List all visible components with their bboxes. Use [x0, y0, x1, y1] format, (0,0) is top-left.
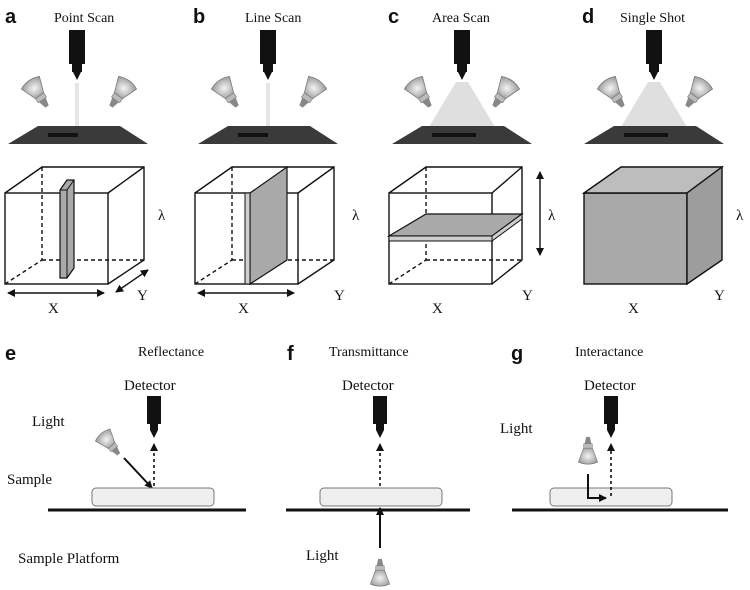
lambda-label: λ — [548, 208, 556, 224]
lamp-icon — [677, 73, 715, 114]
stage-sample — [432, 133, 476, 137]
camera-icon — [454, 30, 470, 80]
lamp-icon — [595, 73, 633, 114]
panel-f-title: Transmittance — [329, 345, 409, 360]
x-label: X — [48, 301, 59, 317]
stage-sample — [238, 133, 268, 137]
x-label: X — [238, 301, 249, 317]
y-label: Y — [137, 288, 148, 304]
detector-label: Detector — [124, 378, 176, 394]
lamp-icon — [578, 436, 598, 465]
line-beam — [266, 83, 270, 131]
lamp-icon — [402, 73, 440, 114]
data-cube-filled — [581, 165, 725, 286]
lamp-icon — [370, 558, 390, 587]
panel-d: d Single Shot X Y λ — [581, 6, 744, 317]
line-slice — [249, 165, 288, 286]
x-label: X — [628, 301, 639, 317]
panel-c-letter: c — [388, 6, 399, 28]
detector-label: Detector — [342, 378, 394, 394]
panel-e-letter: e — [5, 343, 16, 365]
sample-label: Sample — [7, 472, 52, 488]
interact-path-arrow — [587, 474, 607, 502]
lamp-icon — [101, 73, 139, 114]
lamp-icon — [19, 73, 57, 114]
lambda-label: λ — [158, 208, 166, 224]
stage-sample — [624, 133, 668, 137]
camera-icon — [646, 30, 662, 80]
panel-d-letter: d — [582, 6, 594, 28]
panel-f-letter: f — [287, 343, 294, 365]
panel-a-title: Point Scan — [54, 11, 114, 26]
data-cube — [4, 166, 145, 285]
panel-b-letter: b — [193, 6, 205, 28]
panel-f: f Transmittance Detector Light — [286, 343, 470, 587]
detector-icon — [373, 396, 387, 438]
sample-block — [319, 487, 443, 507]
x-label: X — [432, 301, 443, 317]
panel-g-title: Interactance — [575, 345, 643, 360]
light-label: Light — [32, 414, 65, 430]
panel-c: c Area Scan X Y λ — [386, 6, 556, 317]
detector-icon — [147, 396, 161, 438]
panel-b: b Line Scan X Y λ — [193, 6, 360, 317]
stage-sample — [48, 133, 78, 137]
area-beam — [426, 82, 498, 132]
panel-g: g Interactance Detector Light — [500, 343, 728, 512]
y-label: Y — [714, 288, 725, 304]
y-label: Y — [522, 288, 533, 304]
sample-block — [91, 487, 215, 507]
lamp-icon — [291, 73, 329, 114]
lamp-icon — [93, 426, 127, 461]
platform-label: Sample Platform — [18, 551, 120, 567]
panel-c-title: Area Scan — [432, 11, 490, 26]
y-axis-arrow — [115, 269, 149, 293]
point-beam — [75, 83, 79, 131]
lamp-icon — [209, 73, 247, 114]
sample-block — [549, 487, 673, 507]
panel-d-title: Single Shot — [620, 11, 685, 26]
area-slice-edge — [388, 235, 493, 242]
lambda-label: λ — [352, 208, 360, 224]
camera-icon — [260, 30, 276, 80]
lambda-label: λ — [736, 208, 744, 224]
light-label: Light — [306, 548, 339, 564]
panel-e-title: Reflectance — [138, 345, 204, 360]
y-label: Y — [334, 288, 345, 304]
camera-icon — [69, 30, 85, 80]
line-slice-edge — [244, 192, 251, 285]
light-label: Light — [500, 421, 533, 437]
panel-b-title: Line Scan — [245, 11, 301, 26]
area-beam — [618, 82, 690, 132]
lamp-icon — [484, 73, 522, 114]
panel-g-letter: g — [511, 343, 523, 365]
panel-e: e Reflectance Detector Light Sample Samp… — [5, 343, 246, 567]
detector-icon — [604, 396, 618, 438]
panel-a: a Point Scan X Y λ — [4, 6, 166, 317]
detector-label: Detector — [584, 378, 636, 394]
panel-a-letter: a — [5, 6, 17, 28]
incident-arrow — [123, 457, 153, 489]
